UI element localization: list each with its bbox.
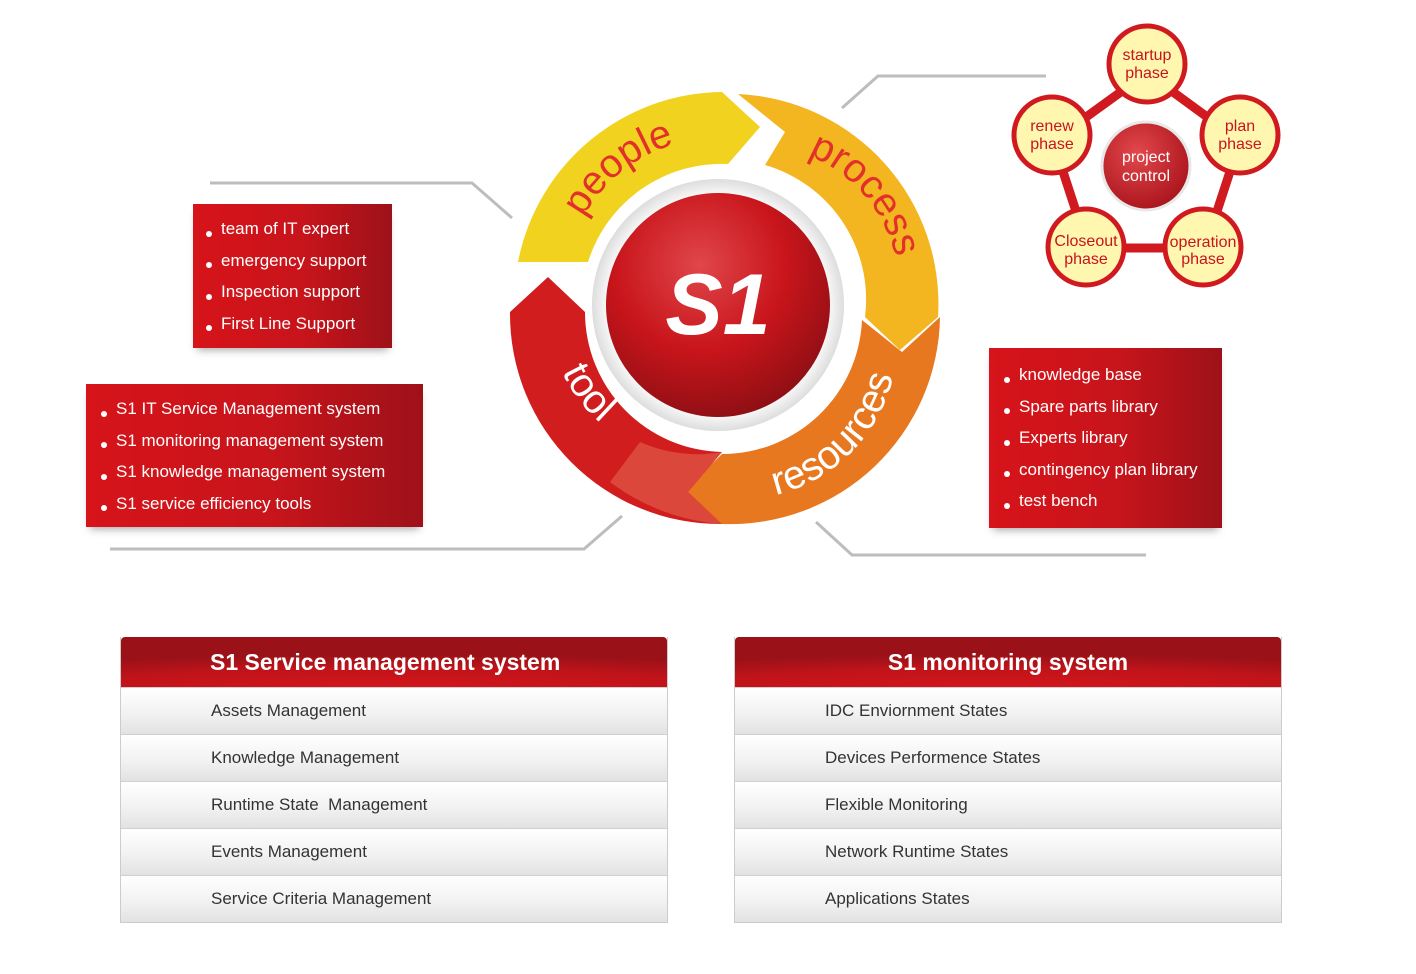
tool-item: S1 IT Service Management system <box>100 398 423 430</box>
table-row: Runtime State Management <box>121 781 667 828</box>
connector-tool <box>110 514 623 551</box>
resources-item: knowledge base <box>1003 364 1222 396</box>
tool-list: S1 IT Service Management system S1 monit… <box>100 398 423 524</box>
tool-item: S1 knowledge management system <box>100 461 423 493</box>
people-item: team of IT expert <box>205 218 392 250</box>
phase-startup: startup phase <box>1106 23 1188 105</box>
phase-cycle: project control startup phase plan phase… <box>1011 23 1281 288</box>
service-management-table: S1 Service management system Assets Mana… <box>120 637 668 923</box>
resources-item: contingency plan library <box>1003 459 1222 491</box>
people-item: First Line Support <box>205 313 392 345</box>
svg-text:Closeout: Closeout <box>1054 233 1118 250</box>
svg-text:phase: phase <box>1218 136 1262 153</box>
monitoring-table: S1 monitoring system IDC Enviornment Sta… <box>734 637 1282 923</box>
tool-item: S1 service efficiency tools <box>100 493 423 525</box>
project-control-line2: control <box>1122 168 1170 185</box>
svg-text:phase: phase <box>1125 65 1169 82</box>
svg-text:phase: phase <box>1064 251 1108 268</box>
resources-item: test bench <box>1003 490 1222 522</box>
segment-resources <box>685 317 940 525</box>
center-disc <box>606 193 830 417</box>
phase-operation: operation phase <box>1162 206 1244 288</box>
resources-item: Experts library <box>1003 427 1222 459</box>
table-row: Flexible Monitoring <box>735 781 1281 828</box>
svg-text:plan: plan <box>1225 118 1255 135</box>
center-label: S1 <box>665 257 770 353</box>
svg-text:operation: operation <box>1170 234 1237 251</box>
table-row: Service Criteria Management <box>121 875 667 922</box>
svg-text:startup: startup <box>1123 47 1172 64</box>
table-row: Knowledge Management <box>121 734 667 781</box>
table-row: Events Management <box>121 828 667 875</box>
people-item: emergency support <box>205 250 392 282</box>
monitor-table-title: S1 monitoring system <box>735 637 1281 687</box>
connector-people <box>210 181 513 220</box>
s1-wheel: S1 people process resources tool <box>509 92 940 525</box>
table-row: Network Runtime States <box>735 828 1281 875</box>
table-row: Assets Management <box>121 687 667 734</box>
phase-closeout: Closeout phase <box>1045 206 1127 288</box>
project-control-line1: project <box>1122 149 1171 166</box>
table-row: Applications States <box>735 875 1281 922</box>
connector-process <box>841 74 1046 110</box>
people-box: team of IT expert emergency support Insp… <box>193 204 392 348</box>
svg-text:phase: phase <box>1030 136 1074 153</box>
segment-process <box>738 94 939 350</box>
resources-item: Spare parts library <box>1003 396 1222 428</box>
people-list: team of IT expert emergency support Insp… <box>205 218 392 344</box>
connector-resources <box>814 520 1146 557</box>
tool-item: S1 monitoring management system <box>100 430 423 462</box>
resources-box: knowledge base Spare parts library Exper… <box>989 348 1222 528</box>
phase-renew: renew phase <box>1011 94 1093 176</box>
segment-people <box>518 92 760 262</box>
table-row: IDC Enviornment States <box>735 687 1281 734</box>
service-table-title: S1 Service management system <box>121 637 667 687</box>
phase-plan: plan phase <box>1199 94 1281 176</box>
segment-tool-shade <box>610 442 722 524</box>
people-item: Inspection support <box>205 281 392 313</box>
svg-text:renew: renew <box>1030 118 1074 135</box>
project-control-disc <box>1100 120 1192 212</box>
table-row: Devices Performence States <box>735 734 1281 781</box>
svg-text:phase: phase <box>1181 251 1225 268</box>
resources-list: knowledge base Spare parts library Exper… <box>1003 364 1222 522</box>
tool-box: S1 IT Service Management system S1 monit… <box>86 384 423 527</box>
